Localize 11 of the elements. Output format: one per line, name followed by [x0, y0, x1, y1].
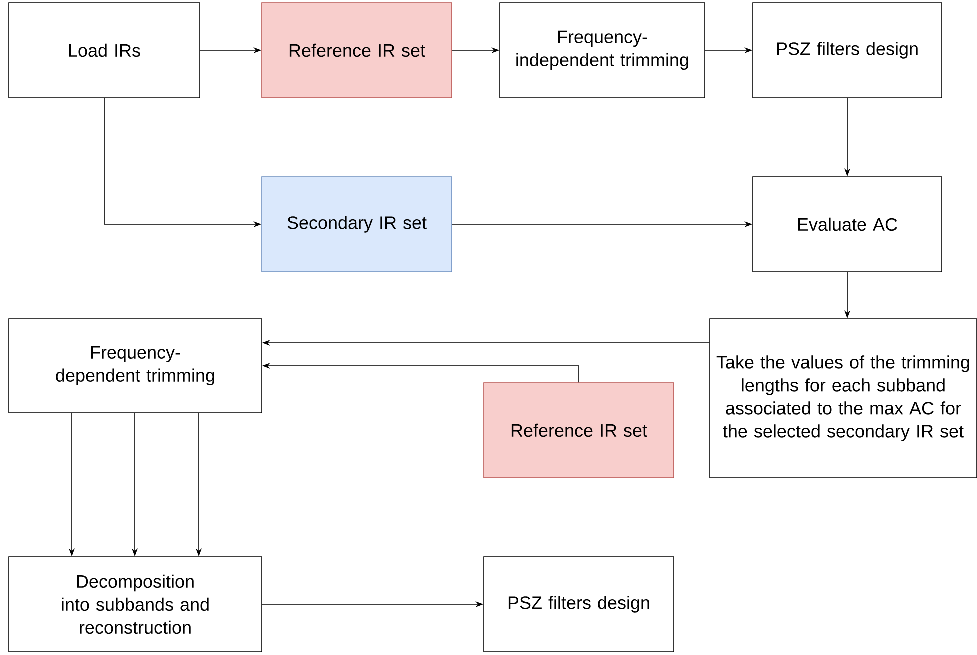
process-box: Frequency-independent trimming: [500, 2, 706, 98]
process-box: PSZ filters design: [752, 2, 942, 98]
process-box: PSZ filters design: [484, 556, 674, 652]
process-box: Evaluate AC: [752, 176, 942, 272]
process-box: Load IRs: [8, 2, 200, 98]
process-box: Decomposition into subbands and reconstruction: [8, 556, 262, 652]
process-box: Reference IR set: [262, 2, 452, 98]
process-box: Take the values of the trimming lengths for each subband associated to the max AC for the selected secondary IR set: [710, 318, 977, 478]
process-box: Secondary IR set: [262, 176, 452, 272]
process-box: Reference IR set: [484, 382, 674, 478]
process-box: Frequency-dependent trimming: [8, 318, 262, 414]
